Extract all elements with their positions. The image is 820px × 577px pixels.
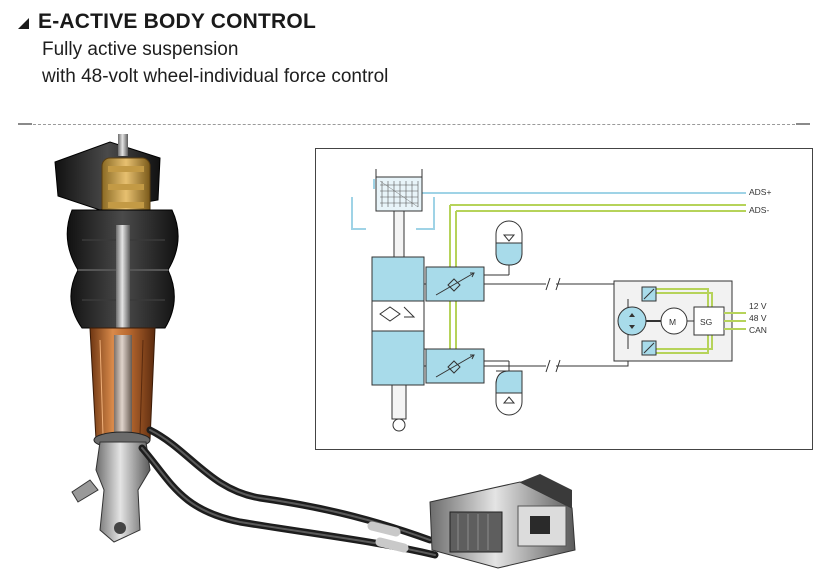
title-row: E-ACTIVE BODY CONTROL — [18, 8, 808, 36]
damper-body — [89, 327, 156, 449]
motor-pump-unit — [429, 474, 576, 569]
lower-mount-knuckle — [71, 441, 151, 543]
hydraulic-schematic: ADS+ ADS- — [315, 148, 813, 450]
divider — [18, 124, 810, 125]
lower-damping-valve — [425, 348, 485, 384]
piston-rod — [116, 225, 130, 355]
schematic-strut-cylinder — [371, 169, 425, 432]
triangle-marker-icon — [18, 17, 29, 29]
subtitle-line-2: with 48-volt wheel-individual force cont… — [42, 66, 389, 87]
hydraulic-lines — [423, 274, 629, 373]
power-12v-label: 12 V — [749, 301, 767, 311]
schematic-pump-unit: M SG — [613, 280, 746, 362]
control-unit-label: SG — [700, 317, 712, 327]
hydraulic-hoses — [138, 426, 439, 559]
ads-minus-label: ADS- — [749, 205, 769, 215]
upper-accumulator — [495, 220, 523, 275]
power-48v-label: 48 V — [749, 313, 767, 323]
upper-damping-valve — [424, 266, 485, 302]
ads-signal-lines — [351, 179, 746, 369]
page-title: E-ACTIVE BODY CONTROL — [38, 10, 316, 33]
divider-cap-left — [18, 123, 32, 125]
ads-plus-label: ADS+ — [749, 187, 771, 197]
can-bus-label: CAN — [749, 325, 767, 335]
divider-cap-right — [796, 123, 810, 125]
lower-accumulator — [495, 361, 523, 416]
subtitle-line-1: Fully active suspension — [42, 39, 239, 60]
motor-label: M — [669, 317, 676, 327]
header: E-ACTIVE BODY CONTROL Fully active suspe… — [18, 8, 808, 90]
suspension-strut-illustration — [0, 130, 600, 572]
